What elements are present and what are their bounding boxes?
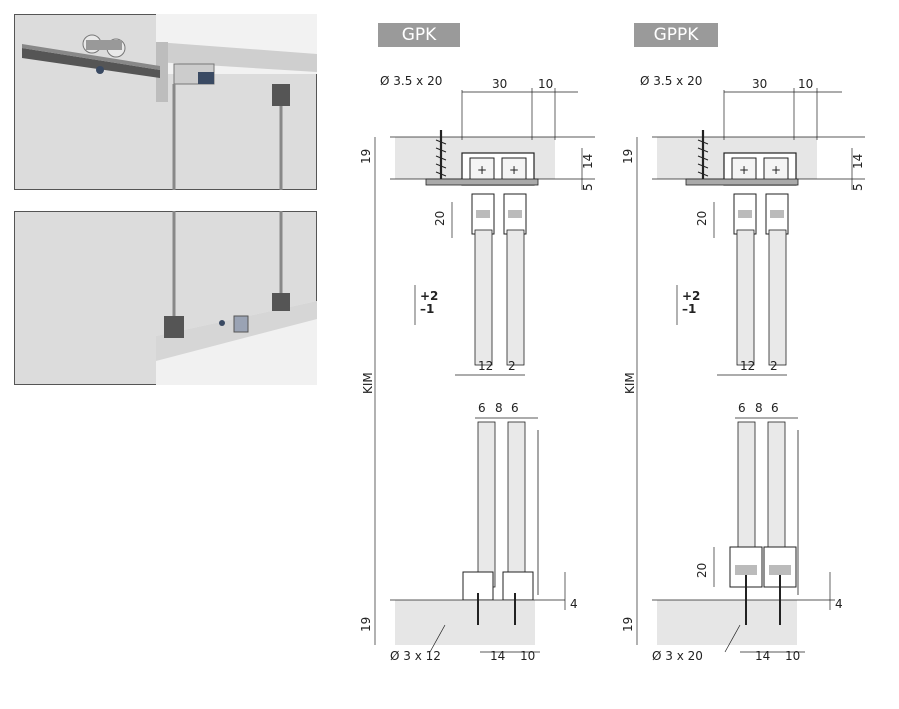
gpk-d10-bottom: 10 [520,649,535,663]
gpk-d6b: 6 [511,401,519,415]
drawing-gppk: + + Ø 3.5 x 20 30 10 19 14 5 20 +2 –1 12… [621,74,865,663]
gpk-d2: 2 [508,359,516,373]
gppk-d6b: 6 [771,401,779,415]
tag-gppk: GPPK [634,23,718,47]
gpk-d30: 30 [492,77,507,91]
gppk-d30: 30 [752,77,767,91]
gppk-d19-top: 19 [621,149,635,164]
gppk-d12: 12 [740,359,755,373]
svg-text:+: + [477,163,487,177]
gppk-d10: 10 [798,77,813,91]
gpk-screw-top-label: Ø 3.5 x 20 [380,74,442,88]
gpk-d12: 12 [478,359,493,373]
gpk-screw-bottom-label: Ø 3 x 12 [390,649,441,663]
gppk-kim: KIM [623,372,637,394]
gppk-d5: 5 [851,183,865,191]
gpk-d8: 8 [495,401,503,415]
gpk-d19-bottom: 19 [360,617,373,632]
gpk-d14: 14 [581,154,595,169]
drawing-gpk: + + Ø 3.5 x 20 30 10 19 14 5 20 +2 –1 12… [360,74,595,663]
gppk-d19-bottom: 19 [621,617,635,632]
gppk-d14: 14 [851,154,865,169]
gppk-d4: 4 [835,597,843,611]
gpk-d6a: 6 [478,401,486,415]
gpk-d4: 4 [570,597,578,611]
gppk-d6a: 6 [738,401,746,415]
gpk-d20: 20 [433,211,447,226]
tag-gpk: GPK [378,23,460,47]
gppk-d14-bottom: 14 [755,649,770,663]
gppk-d20-bottom: 20 [695,563,709,578]
gpk-d14-bottom: 14 [490,649,505,663]
gppk-d10-bottom: 10 [785,649,800,663]
gpk-adj-minus: –1 [420,302,434,316]
gpk-d10: 10 [538,77,553,91]
gppk-d8: 8 [755,401,763,415]
gppk-screw-bottom-label: Ø 3 x 20 [652,649,703,663]
gpk-adj-plus: +2 [420,289,438,303]
gpk-d5: 5 [581,183,595,191]
gppk-screw-top-label: Ø 3.5 x 20 [640,74,702,88]
gppk-d2: 2 [770,359,778,373]
svg-text:+: + [739,163,749,177]
gpk-d19-top: 19 [360,149,373,164]
gppk-adj-plus: +2 [682,289,700,303]
gpk-kim: KIM [361,372,375,394]
svg-text:+: + [771,163,781,177]
illustration-bottom [14,211,317,385]
gppk-d20: 20 [695,211,709,226]
illustration-top [14,14,317,190]
gppk-adj-minus: –1 [682,302,696,316]
svg-text:+: + [509,163,519,177]
